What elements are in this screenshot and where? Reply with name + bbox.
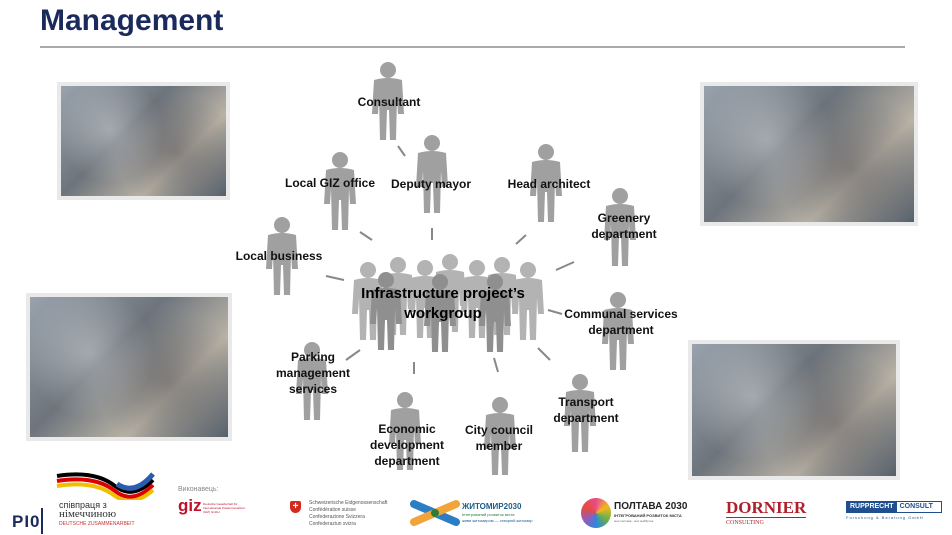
workshop-photo-bottom-right [688, 340, 900, 480]
connector-lines [325, 145, 575, 374]
label-local-business: Local business [235, 249, 323, 263]
giz-logo-text: Deutsche Gesellschaft für Internationale… [203, 502, 245, 514]
local-giz-office-figure [324, 152, 356, 230]
giz-logo: giz [178, 496, 202, 515]
label-local-giz-office: Local GIZ office [284, 176, 376, 190]
label-consultant: Consultant [357, 95, 421, 109]
page-mark: PI0 [12, 512, 41, 531]
deputy-mayor-figure [416, 135, 448, 213]
workgroup-label-line2: workgroup [404, 305, 482, 322]
page-title: Management [40, 4, 224, 37]
flag-ribbon-icon [56, 472, 155, 500]
workshop-photo-top-right [700, 82, 918, 226]
page-mark-bar [41, 508, 43, 534]
swiss-cross-icon: + [290, 501, 301, 513]
title-divider [40, 46, 905, 48]
workgroup-label: Infrastructure project’s workgroup [361, 284, 525, 324]
poltava-mosaic-icon [581, 498, 611, 528]
german-cooperation-logo: співпраця з німеччиною DEUTSCHE ZUSAMMEN… [55, 470, 155, 530]
dornier-consulting-logo: DORNIER CONSULTING [726, 498, 807, 526]
workshop-photo-bottom-left [26, 293, 232, 441]
workgroup-label-line1: Infrastructure project’s [361, 285, 525, 302]
workshop-photo-top-left [57, 82, 230, 200]
zhytomyr-cross-icon [410, 500, 460, 526]
label-deputy-mayor: Deputy mayor [390, 177, 472, 191]
rupprecht-consult-logo: RUPPRECHT CONSULT Forschung & Beratung G… [846, 501, 942, 520]
executor-label: Виконавець: [178, 486, 219, 493]
label-head-architect: Head architect [507, 177, 591, 191]
zhytomyr-2030-logo: ЖИТОМИР2030 Інтегрований розвиток міста … [410, 500, 533, 531]
